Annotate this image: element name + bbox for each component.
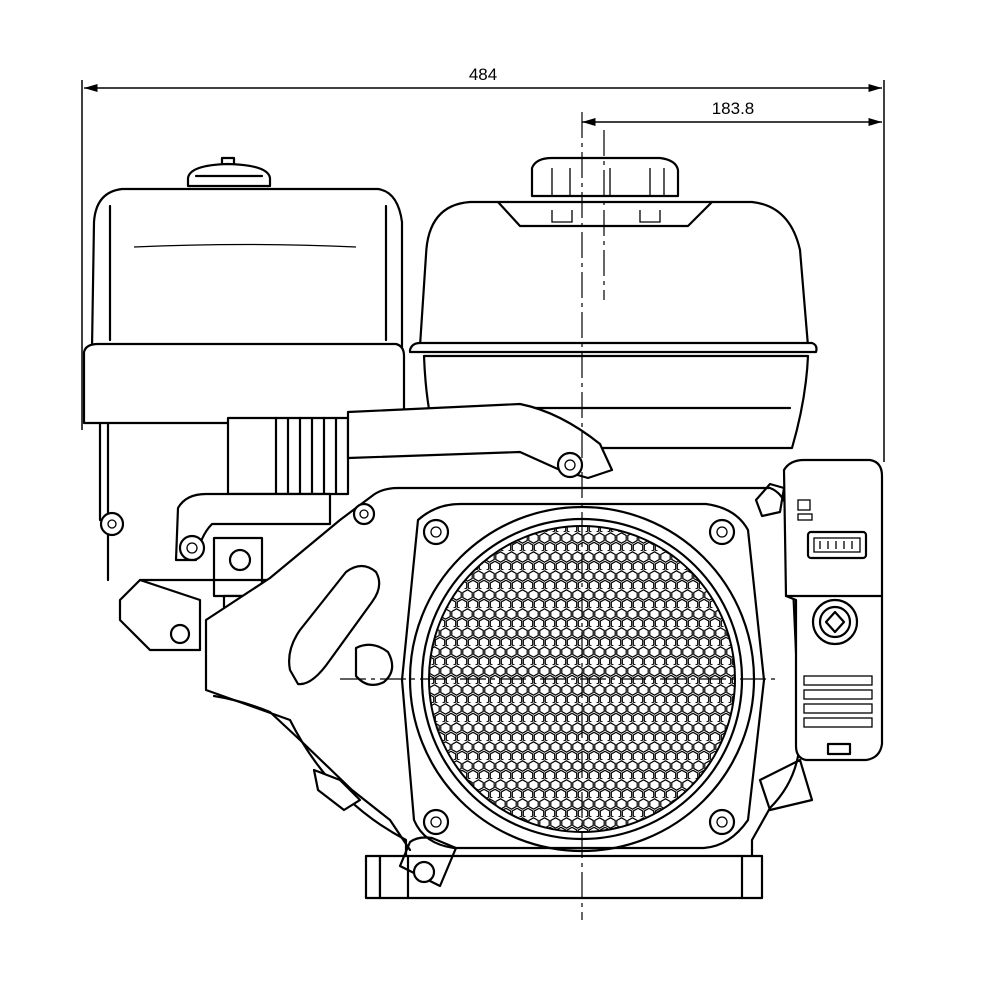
air-cleaner bbox=[82, 156, 406, 582]
overall-width-label: 484 bbox=[469, 65, 497, 84]
offset-label: 183.8 bbox=[712, 99, 755, 118]
carburettor bbox=[99, 402, 614, 652]
hour-meter-icon bbox=[797, 499, 868, 560]
vent-slots bbox=[803, 675, 873, 728]
control-box bbox=[754, 458, 884, 812]
fuel-tank bbox=[408, 156, 818, 450]
key-switch-icon bbox=[811, 598, 859, 646]
dimension-offset: 183.8 bbox=[582, 99, 882, 127]
centre-lines bbox=[340, 112, 780, 920]
dimension-overall: 484 bbox=[81, 65, 885, 462]
